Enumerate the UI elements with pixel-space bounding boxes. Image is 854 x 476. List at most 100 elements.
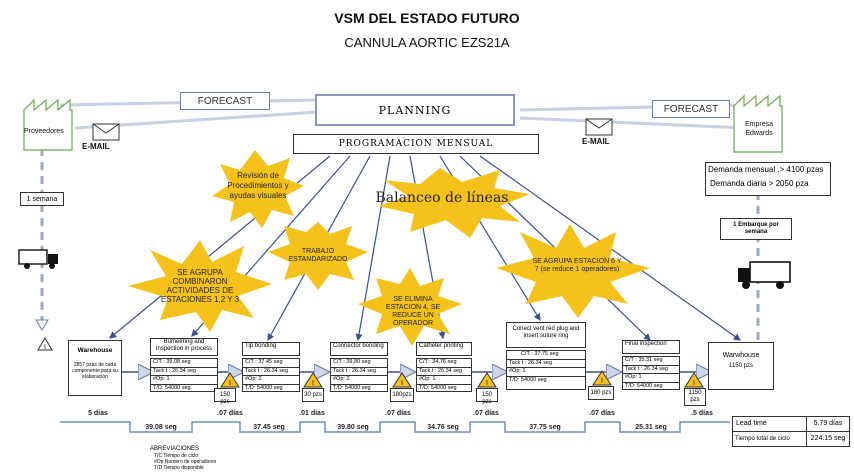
kaizen-burst-stations-1-3 <box>128 240 272 332</box>
process-1-data: C/T : 39.08 seg Tack t : 26.34 seg #Op: … <box>150 358 218 392</box>
email-right-icon <box>585 118 613 136</box>
cycle-time-value: 224.15 seg <box>810 435 846 442</box>
process-2-data: C/T : 37.45 seg Tack t : 26.34 seg #Op: … <box>242 358 300 392</box>
kaizen-text-stations-6-7: SE AGRUPA ESTACION 6 Y 7 (se reduce 1 op… <box>532 258 622 273</box>
svg-text:I: I <box>401 380 403 387</box>
abbreviations: ABREVIACIONES T/C Tiempo de ciclo #Op Nu… <box>146 446 246 471</box>
page-subtitle: CANNULA AORTIC EZS21A <box>344 35 510 50</box>
process-1-name-box: Bumeering and Inspection in process <box>150 338 218 356</box>
process-1-ct: C/T : 39.08 seg <box>151 359 217 368</box>
process-2-ops: #Op: 2 <box>243 376 299 385</box>
process-3-name: Connector bonding <box>333 343 384 349</box>
lead-time-value: 5.79 días <box>813 420 843 427</box>
process-5-td: T/D: 54000 seg <box>509 376 547 383</box>
process-4-td: T/D: 54000 seg <box>419 384 457 391</box>
planning-box: PLANNING <box>315 94 515 126</box>
email-left-label: E-MAIL <box>82 142 110 151</box>
process-4-data: C/T : 34.76 seg Tack t : 26.34 seg #Op: … <box>416 358 472 392</box>
cycle-time-label: Tiempo total de ciclo <box>733 432 807 446</box>
kaizen-burst-balancing <box>378 168 530 238</box>
process-2-td: T/D: 54000 seg <box>245 384 283 391</box>
process-4-ct: C/T : 34.76 seg <box>417 359 471 368</box>
email-left-icon <box>92 123 120 141</box>
process-2-name: Tip bonding <box>245 343 277 349</box>
timeline-top-2: .07 días <box>217 410 243 417</box>
svg-text:I: I <box>229 380 231 387</box>
inventory-triangle-5: I <box>592 370 612 386</box>
customer-label: Empresa Edwards <box>744 121 773 137</box>
forecast-right-label: FORECAST <box>663 103 719 115</box>
timeline-bottom-2: 37.45 seg <box>253 424 285 431</box>
process-4-name-box: Catheter printing <box>416 342 472 356</box>
kaizen-text-standard-work: TRABAJO ESTANDARIZADO <box>288 248 348 263</box>
abbreviation-td: T/D Tiempo disponible <box>154 465 204 471</box>
process-5-ct: C/T : 37.75 seg <box>507 351 585 360</box>
svg-text:I: I <box>44 344 46 351</box>
process-1-ops: #Op: 1 <box>151 376 217 385</box>
timeline-bottom-3: 39.80 seg <box>337 424 369 431</box>
process-5-data: C/T : 37.75 seg Tack t : 26.34 seg #Op: … <box>506 350 586 390</box>
timeline-top-3: .01 días <box>299 410 325 417</box>
timeline-bottom-1: 39.08 seg <box>145 424 177 431</box>
inventory-triangle-1: I <box>220 372 240 388</box>
inventory-qty-5: 180 pzs <box>588 386 614 400</box>
process-1-name: Bumeering and Inspection in process <box>155 339 213 352</box>
shipment-box: 1 Embarque por semana <box>720 218 792 240</box>
abbreviations-title: ABREVIACIONES <box>150 446 200 452</box>
summary-table: Lead time 5.79 días Tiempo total de cicl… <box>732 416 850 447</box>
process-6-td: T/D: 54000 seg <box>625 382 663 389</box>
process-2-takt: Tack t : 26.34 seg <box>243 368 299 376</box>
forecast-right-box: FORECAST <box>652 100 730 118</box>
warehouse-out-qty: 1150 pzs <box>729 363 753 369</box>
forecast-left-box: FORECAST <box>180 92 270 110</box>
warehouse-out-label: Warwhouse <box>722 352 760 359</box>
svg-text:I: I <box>693 380 695 387</box>
warehouse-in-box: Warehouse 2857 pzas de cada componente p… <box>68 340 122 396</box>
timeline-line <box>60 421 730 433</box>
timeline-top-5: .07 días <box>473 410 499 417</box>
timeline-top-6: .07 días <box>589 410 615 417</box>
process-5-ops: #Op: 1 <box>507 368 585 377</box>
schedule-box: PROGRAMACION MENSUAL <box>293 134 539 154</box>
kaizen-text-procedures: Revisión de Procedimientos y ayudas visu… <box>227 171 289 200</box>
truck-left-icon <box>18 249 58 269</box>
process-2-name-box: Tip bonding <box>242 342 300 356</box>
process-3-td: T/D: 54000 seg <box>333 384 371 391</box>
process-1-takt: Tack t : 26.34 seg <box>151 368 217 376</box>
process-4-ops: #Op: 1 <box>417 376 471 385</box>
inventory-triangle-supplier: I <box>37 337 53 351</box>
kaizen-text-balancing: Balanceo de líneas <box>375 190 509 206</box>
inventory-qty-4: 150 pzs <box>476 388 498 405</box>
kaizen-burst-standard-work <box>268 222 368 290</box>
abbreviation-ct: T/C Tiempo de ciclo <box>154 453 199 459</box>
process-3-takt: Tack t : 26.34 seg <box>331 368 387 376</box>
kaizen-burst-procedures <box>212 150 304 228</box>
warehouse-in-label: Warehouse <box>77 347 113 354</box>
forecast-left-label: FORECAST <box>197 95 253 107</box>
supplier-label: Proveedores <box>24 128 64 135</box>
process-3-name-box: Connector bonding <box>330 342 388 356</box>
warehouse-in-note: 2857 pzas de cada componente para su ela… <box>72 362 118 380</box>
abbreviation-op: #Op Numero de operadores <box>154 459 217 465</box>
process-6-name-box: Final inspection <box>622 340 680 354</box>
inventory-qty-2: 30 pzs <box>302 388 324 402</box>
kaizen-burst-stations-6-7 <box>496 224 650 318</box>
planning-label: PLANNING <box>378 103 452 117</box>
kaizen-text-stations-1-3: SE AGRUPA COMBINARON ACTIVIDADES DE ESTA… <box>160 268 240 304</box>
process-3-ops: #Op: 2 <box>331 376 387 385</box>
schedule-label: PROGRAMACION MENSUAL <box>338 139 494 149</box>
demand-daily: Demanda diaria > 2050 pza <box>710 179 809 188</box>
process-3-data: C/T : 39.80 seg Tack t : 26.34 seg #Op: … <box>330 358 388 392</box>
process-1-td: T/D: 54000 seg <box>153 384 191 391</box>
shipment-label: 1 Embarque por semana <box>733 222 779 235</box>
kaizen-text-station-4: SE ELIMINA ESTACION 4, SE REDUCE UN OPER… <box>385 296 441 327</box>
inventory-qty-3: 180pzs <box>390 388 414 402</box>
inventory-triangle-6: I <box>684 372 704 388</box>
supply-frequency-label: 1 semana <box>26 195 58 203</box>
inventory-triangle-3: I <box>392 372 412 388</box>
process-5-takt: Tack t : 26.34 seg <box>507 360 585 368</box>
timeline-bottom-6: 25.31 seg <box>635 424 667 431</box>
process-2-ct: C/T : 37.45 seg <box>243 359 299 368</box>
timeline-bottom-5: 37.75 seg <box>529 424 561 431</box>
